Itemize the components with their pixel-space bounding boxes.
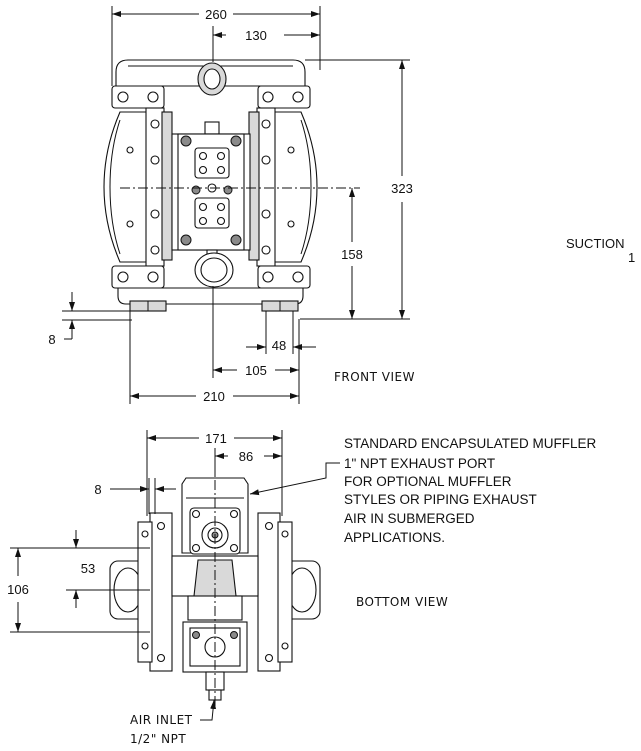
dim-front-foot-thickness: 8 — [48, 332, 55, 347]
muffler-note-line1: STANDARD ENCAPSULATED MUFFLER — [344, 436, 597, 451]
dim-bottom-half-depth: 53 — [81, 561, 95, 576]
muffler-note-line5: AIR IN SUBMERGED — [344, 511, 475, 526]
front-view-label: FRONT VIEW — [334, 370, 415, 384]
dim-bottom-overall-width: 171 — [205, 431, 227, 446]
bottom-manifold — [111, 252, 311, 312]
air-inlet-line2: 1/2" NPT — [130, 732, 186, 746]
dim-front-suction-height: 158 — [341, 247, 363, 262]
dim-bottom-depth: 106 — [7, 582, 29, 597]
bottom-view: 171 86 8 106 53 STANDARD ENCAPSULATED MU… — [7, 430, 597, 746]
muffler-note-line2: 1" NPT EXHAUST PORT — [344, 456, 495, 471]
air-inlet-note: AIR INLET 1/2" NPT — [130, 699, 217, 746]
center-section — [171, 121, 251, 263]
dim-front-port-spacing: 105 — [245, 363, 267, 378]
suction-note-line1: SUCTION — [566, 236, 625, 251]
muffler-note-line3: FOR OPTIONAL MUFFLER — [344, 474, 512, 489]
bottom-right-chamber — [257, 512, 321, 672]
dim-front-foot-offset: 48 — [272, 338, 286, 353]
left-chamber — [103, 107, 173, 267]
muffler-note: STANDARD ENCAPSULATED MUFFLER 1" NPT EXH… — [249, 436, 597, 545]
top-manifold — [111, 59, 311, 109]
suction-note-line2: 1 — [628, 250, 635, 265]
dim-front-foot-width: 210 — [203, 389, 225, 404]
right-chamber — [248, 107, 318, 267]
muffler-note-line4: STYLES OR PIPING EXHAUST — [344, 492, 537, 507]
dim-front-half-width: 130 — [245, 28, 267, 43]
bottom-view-label: BOTTOM VIEW — [356, 595, 448, 609]
air-inlet-line1: AIR INLET — [130, 713, 193, 727]
dim-front-overall-width: 260 — [205, 7, 227, 22]
dim-front-height: 323 — [391, 181, 413, 196]
dim-bottom-half-width: 86 — [239, 449, 253, 464]
muffler-note-line6: APPLICATIONS. — [344, 530, 445, 545]
bottom-left-chamber — [109, 512, 173, 672]
front-view: 260 130 323 158 SUCTION 1 8 48 — [48, 6, 635, 404]
dim-bottom-foot-thickness: 8 — [94, 482, 101, 497]
